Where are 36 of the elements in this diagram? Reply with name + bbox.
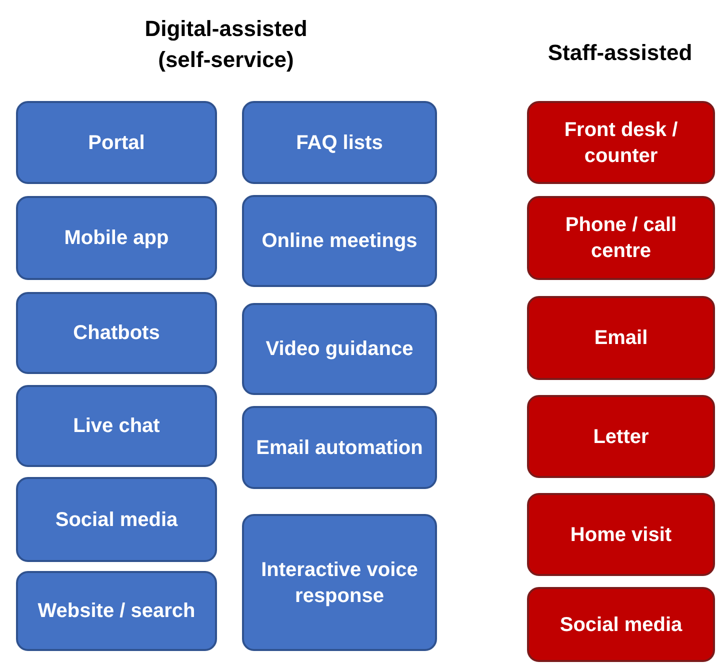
- channel-box: [16, 101, 217, 184]
- channel-box: [242, 101, 437, 184]
- channel-label: Phone / call centre: [564, 213, 678, 264]
- channel-label: Letter: [592, 424, 650, 450]
- channel-box: [16, 571, 217, 651]
- channel-box: [242, 303, 437, 395]
- column-heading: Digital-assisted (self-service): [144, 15, 308, 74]
- channel-box: [527, 587, 715, 662]
- channel-label: Interactive voice response: [260, 558, 419, 608]
- channel-box: [527, 196, 715, 280]
- channel-label: Online meetings: [260, 229, 418, 254]
- channel-box: [16, 292, 217, 374]
- channel-box: [16, 477, 217, 562]
- channel-label: Portal: [87, 130, 146, 156]
- channel-box: [242, 514, 437, 651]
- channel-box: [16, 196, 217, 280]
- channel-box: [527, 296, 715, 380]
- channel-label: Email: [593, 326, 649, 351]
- channel-box: [527, 395, 715, 478]
- channel-label: Email automation: [255, 436, 424, 460]
- channel-box: [527, 101, 715, 184]
- column-heading: Staff-assisted: [546, 39, 694, 67]
- channel-label: Front desk / counter: [563, 118, 679, 168]
- channel-label: Social media: [54, 508, 179, 532]
- channel-box: [527, 493, 715, 576]
- channel-label: Website / search: [36, 599, 196, 624]
- channel-label: Video guidance: [264, 337, 414, 362]
- channel-box: [242, 406, 437, 489]
- channel-label: Mobile app: [63, 226, 170, 251]
- channel-box: [242, 195, 437, 287]
- channel-label: FAQ lists: [295, 130, 384, 156]
- channel-label: Social media: [558, 612, 684, 638]
- channel-label: Home visit: [569, 522, 673, 548]
- channel-box: [16, 385, 217, 467]
- channel-label: Live chat: [72, 414, 161, 439]
- channel-label: Chatbots: [72, 321, 161, 346]
